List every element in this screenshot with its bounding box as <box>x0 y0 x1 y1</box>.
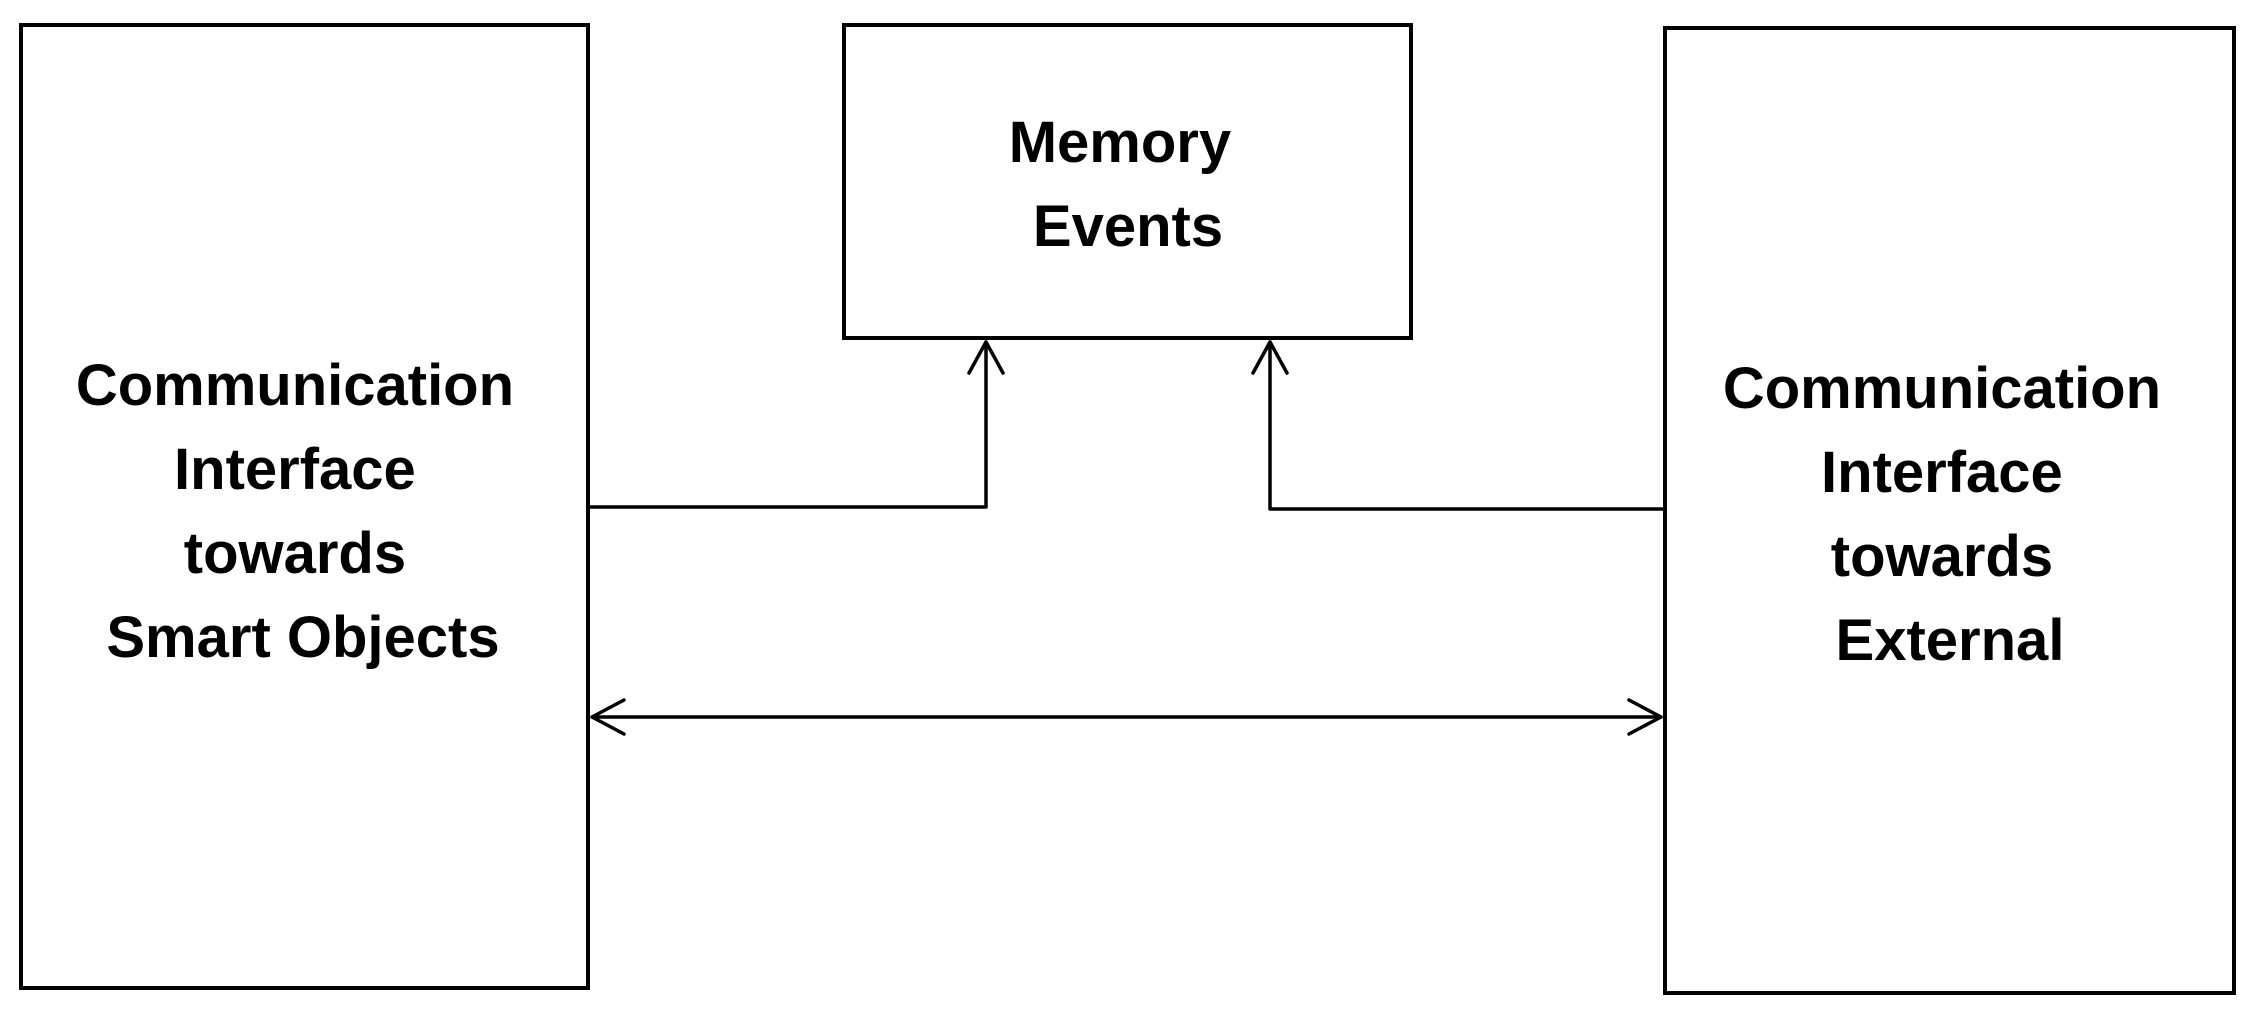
bidirectional-right-arrowhead <box>1627 698 1663 736</box>
memory-events-box: Memory Events <box>842 23 1413 340</box>
smart-objects-interface-box: Communication Interface towards Smart Ob… <box>19 23 590 990</box>
bidirectional-interface-connector <box>590 698 1663 736</box>
external-interface-label-line-2: Interface <box>1821 440 2063 505</box>
smart-objects-interface-label: Communication Interface towards Smart Ob… <box>76 353 530 670</box>
smart-objects-label-line-2: Interface <box>174 437 416 502</box>
external-interface-label-line-4: External <box>1836 608 2065 673</box>
external-interface-label: Communication Interface towards External <box>1723 356 2177 673</box>
memory-events-label-line-1: Memory <box>1009 110 1231 175</box>
smart-objects-to-memory-arrowhead <box>967 340 1005 375</box>
memory-events-label: Memory Events <box>1009 110 1248 259</box>
external-to-memory-line <box>1268 340 1665 511</box>
memory-events-label-line-2: Events <box>1033 194 1223 259</box>
external-interface-border <box>1663 26 2236 995</box>
bidirectional-left-arrowhead <box>590 698 626 736</box>
memory-events-border <box>842 23 1413 340</box>
external-interface-box: Communication Interface towards External <box>1663 26 2236 995</box>
smart-objects-to-memory-line <box>588 340 988 509</box>
smart-objects-interface-border <box>19 23 590 990</box>
smart-objects-label-line-1: Communication <box>76 353 514 418</box>
smart-objects-label-line-4: Smart Objects <box>106 605 499 670</box>
external-interface-label-line-1: Communication <box>1723 356 2161 421</box>
external-to-memory-arrowhead <box>1251 340 1289 375</box>
external-interface-label-line-3: towards <box>1831 524 2053 589</box>
smart-objects-to-memory-connector <box>588 340 1005 509</box>
external-to-memory-connector <box>1251 340 1665 511</box>
smart-objects-label-line-3: towards <box>184 521 406 586</box>
